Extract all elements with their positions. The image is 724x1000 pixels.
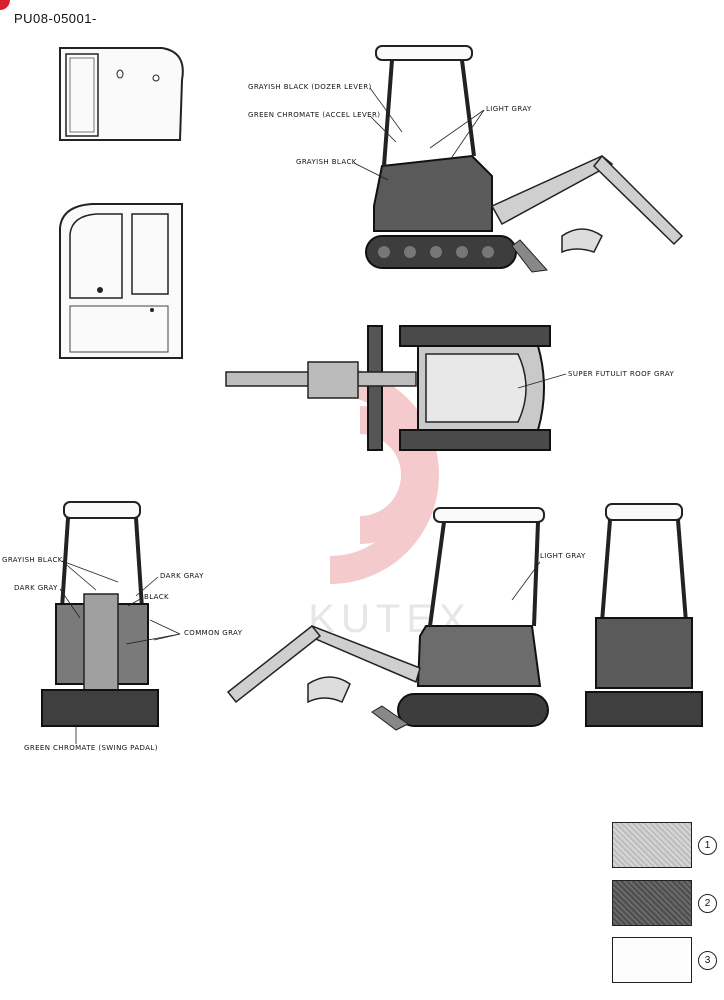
excavator-front-view xyxy=(41,501,159,727)
legend-number-3: 3 xyxy=(698,951,717,970)
label-light-gray-top: LIGHT GRAY xyxy=(486,105,532,113)
excavator-rear-view xyxy=(585,503,703,727)
label-green-chromate-accel: GREEN CHROMATE (ACCEL LEVER) xyxy=(248,111,381,119)
legend-number-1: 1 xyxy=(698,836,717,855)
cab-roof-panel-drawing xyxy=(59,47,184,141)
label-grayish-black-top: GRAYISH BLACK xyxy=(296,158,357,166)
label-light-gray-bottom: LIGHT GRAY xyxy=(540,552,586,560)
excavator-side-view-bottom xyxy=(226,507,549,731)
legend-number-2: 2 xyxy=(698,894,717,913)
excavator-top-view xyxy=(225,325,551,451)
legend-swatch-3 xyxy=(612,937,692,983)
page-code: PU08-05001- xyxy=(14,11,97,26)
label-black: BLACK xyxy=(144,593,170,601)
legend-swatch-2 xyxy=(612,880,692,926)
label-grayish-black-dozer: GRAYISH BLACK (DOZER LEVER) xyxy=(248,83,372,91)
legend-swatch-1 xyxy=(612,822,692,868)
label-grayish-black-front: GRAYISH BLACK xyxy=(2,556,63,564)
label-dark-gray-left: DARK GRAY xyxy=(14,584,58,592)
cab-door-drawing xyxy=(59,203,183,359)
label-roof-gray: SUPER FUTULIT ROOF GRAY xyxy=(568,370,675,378)
corner-badge xyxy=(0,0,10,10)
label-green-chromate-swing: GREEN CHROMATE (SWING PADAL) xyxy=(24,744,158,752)
label-dark-gray-right: DARK GRAY xyxy=(160,572,204,580)
excavator-side-view-top xyxy=(365,45,684,273)
label-common-gray: COMMON GRAY xyxy=(184,629,243,637)
